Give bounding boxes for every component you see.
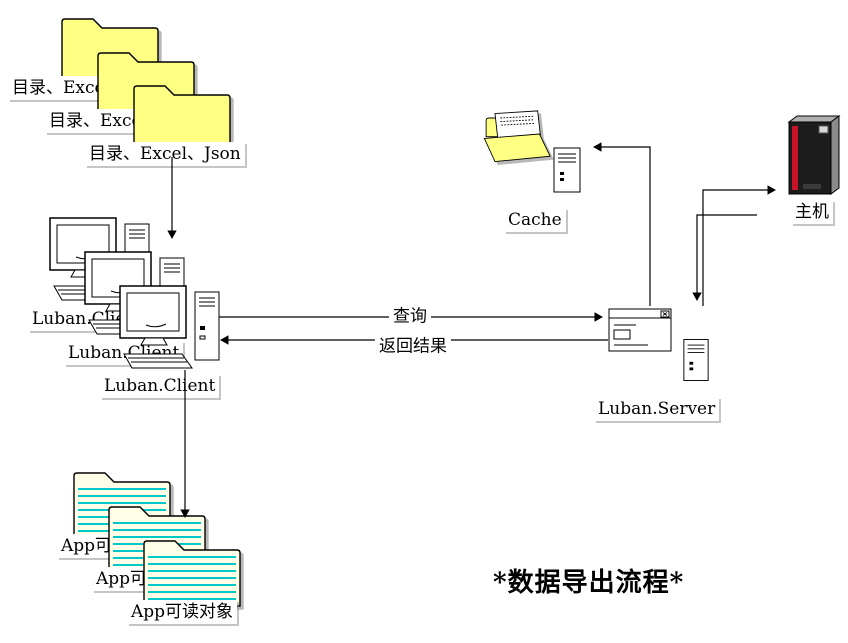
host-node xyxy=(783,110,845,198)
server-window xyxy=(608,308,672,352)
arrow-server-to-host xyxy=(702,185,776,306)
mainframe-icon xyxy=(783,110,845,198)
dir-folder-label-3: 目录、Excel、Json xyxy=(85,142,245,167)
window-icon xyxy=(608,308,672,352)
app-folder-label-3: App可读对象 xyxy=(127,600,238,625)
server-label: Luban.Server xyxy=(594,397,720,422)
client-label-3: Luban.Client xyxy=(100,374,220,399)
arrow-server-to-cache xyxy=(593,142,651,306)
diagram-title: *数据导出流程* xyxy=(493,568,685,598)
computer-icon xyxy=(118,280,222,380)
server-tower-icon xyxy=(552,146,582,194)
client-icon-3 xyxy=(118,280,222,380)
server-tower-icon xyxy=(682,337,710,383)
lined-folder-icon xyxy=(142,530,242,610)
app-folder-icon-3 xyxy=(142,530,242,610)
server-tower xyxy=(682,337,710,383)
cache-tower xyxy=(552,146,582,194)
host-label: 主机 xyxy=(791,200,833,225)
edge-label-response: 返回结果 xyxy=(375,331,451,357)
arrow-host-to-server xyxy=(692,214,757,301)
cache-label: Cache xyxy=(504,208,566,233)
edge-label-query: 查询 xyxy=(389,301,431,327)
